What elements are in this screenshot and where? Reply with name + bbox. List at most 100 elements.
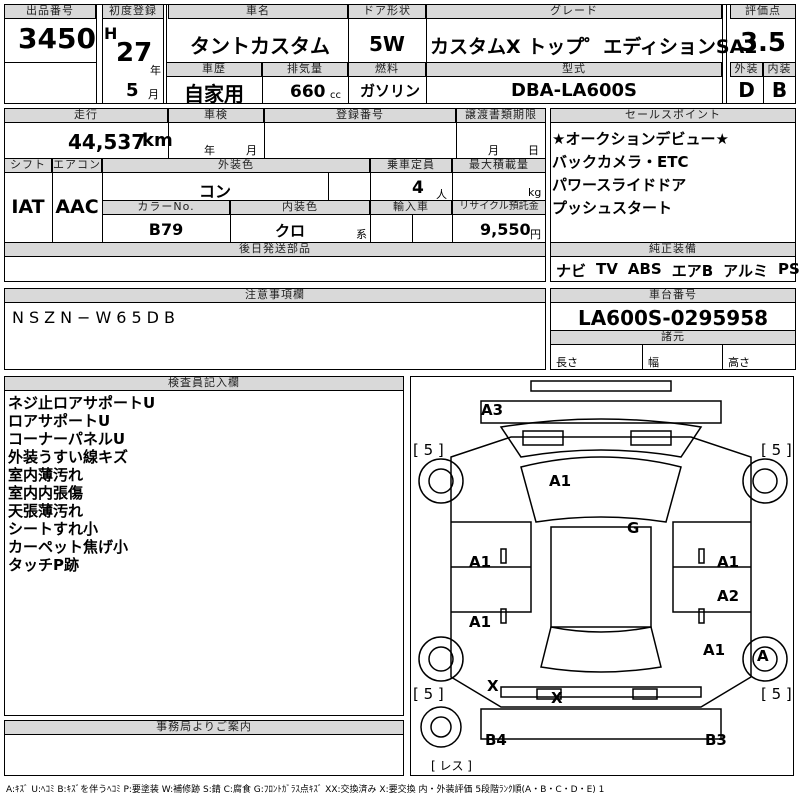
sales-point-list: ★オークションデビュー★ バックカメラ・ETC パワースライドドア プッシュスタ… — [552, 128, 729, 220]
capacity: 4 — [412, 178, 424, 198]
office-label: 事務局よりご案内 — [4, 720, 404, 735]
inspector-line: シートすれ小 — [8, 520, 99, 538]
door-type: 5W — [369, 32, 405, 56]
damage-mark: A — [757, 647, 769, 665]
car-name: タントカスタム — [190, 34, 330, 58]
dims-label: 諸元 — [550, 330, 796, 345]
inspector-line: 天張薄汚れ — [8, 502, 84, 520]
score: 3.5 — [739, 28, 787, 58]
damage-mark: A2 — [717, 587, 740, 605]
damage-mark: A1 — [717, 553, 740, 571]
model-label: 型式 — [426, 62, 722, 77]
load-unit: kg — [528, 186, 542, 199]
ext-color: コン — [198, 182, 231, 201]
load-label: 最大積載量 — [452, 158, 546, 173]
displacement-label: 排気量 — [262, 62, 348, 77]
docs-day: 日 — [528, 144, 539, 157]
docs-month: 月 — [488, 144, 499, 157]
legend: A:ｷｽﾞ U:ﾍｺﾐ B:ｷｽﾞを伴うﾍｺﾐ P:要塗装 W:補修跡 S:錆 … — [6, 785, 605, 795]
car-name-label: 車名 — [168, 4, 348, 19]
ac: AAC — [55, 196, 99, 218]
mileage-label: 走行 — [4, 108, 168, 123]
damage-mark: A1 — [469, 613, 492, 631]
ext-label: 外装 — [730, 62, 763, 77]
inspector-line: ネジ止ロアサポートU — [8, 394, 156, 412]
int-color-label: 内装色 — [230, 200, 370, 215]
damage-mark: A1 — [703, 641, 726, 659]
inspector-line: コーナーパネルU — [8, 430, 126, 448]
inspector-line: カーペット焦げ小 — [8, 538, 129, 556]
sales-point-label: セールスポイント — [550, 108, 796, 123]
int-color: クロ — [274, 222, 305, 240]
grade: カスタムX トップ゜エディションSA2 — [430, 36, 758, 58]
sales-point-item: プッシュスタート — [552, 199, 673, 217]
lot-label: 出品番号 — [4, 4, 96, 19]
door-label: ドア形状 — [348, 4, 426, 19]
lot-number: 3450 — [18, 22, 96, 55]
equipment-item: PS — [778, 260, 800, 278]
first-reg-year: 27 — [116, 38, 153, 68]
inspector-line: 外装うすい線キズ — [8, 448, 129, 466]
damage-mark: G — [627, 519, 640, 537]
inspector-notes: ネジ止ロアサポートU ロアサポートU コーナーパネルU 外装うすい線キズ 室内薄… — [8, 394, 155, 574]
damage-mark: A1 — [549, 472, 572, 490]
damage-mark: B4 — [485, 731, 507, 749]
capacity-unit: 人 — [436, 188, 447, 201]
damage-mark: X — [551, 689, 563, 707]
dim-width: 幅 — [648, 356, 659, 369]
first-reg-month: 5 — [126, 80, 139, 101]
equipment-item: ナビ — [556, 262, 587, 280]
equipment-item: アルミ — [723, 262, 769, 280]
damage-mark: B3 — [705, 731, 727, 749]
caution-label: 注意事項欄 — [4, 288, 546, 303]
tire-depth: [ 5 ] — [413, 441, 444, 459]
fuel-label: 燃料 — [348, 62, 426, 77]
recycle-unit: 円 — [530, 228, 541, 241]
ext-color-label: 外装色 — [102, 158, 370, 173]
model: DBA-LA600S — [511, 80, 637, 101]
insp-year-unit: 年 — [204, 144, 215, 157]
sales-point-item: ★オークションデビュー★ — [552, 130, 729, 148]
history-label: 車歴 — [166, 62, 262, 77]
month-unit: 月 — [148, 88, 159, 101]
year-unit: 年 — [150, 64, 161, 77]
tire-depth: [ 5 ] — [413, 685, 444, 703]
insp-month-unit: 月 — [246, 144, 257, 157]
damage-mark: A3 — [481, 401, 504, 419]
inspection-label: 車検 — [168, 108, 264, 123]
grade-label: グレード — [426, 4, 722, 19]
sales-point-item: パワースライドドア — [552, 176, 687, 194]
dim-length: 長さ — [556, 356, 578, 369]
inspector-line: 室内内張傷 — [8, 484, 84, 502]
later-parts-label: 後日発送部品 — [4, 242, 546, 257]
equipment-label: 純正装備 — [550, 242, 796, 257]
docs-label: 譲渡書類期限 — [456, 108, 546, 123]
damage-mark: A1 — [469, 553, 492, 571]
tire-depth: [ 5 ] — [761, 685, 792, 703]
inspector-label: 検査員記入欄 — [4, 376, 404, 391]
int-label: 内装 — [763, 62, 796, 77]
displacement-unit: cc — [330, 90, 341, 101]
equipment-item: ABS — [627, 260, 662, 278]
inspector-line: タッチP跡 — [8, 556, 79, 574]
sales-point-item: バックカメラ・ETC — [552, 153, 689, 171]
ac-label: エアコン — [52, 158, 102, 173]
int-color-unit: 系 — [356, 228, 367, 241]
fuel: ガソリン — [360, 82, 421, 100]
recycle: 9,550 — [480, 220, 531, 239]
equipment-list: ナビ TV ABS エアB アルミ PS PW — [556, 260, 800, 281]
ext-score: D — [738, 78, 755, 102]
mileage-unit: km — [142, 130, 173, 151]
caution-text: NSZN−W65DB — [12, 308, 180, 327]
score-label: 評価点 — [730, 4, 796, 19]
shift: IAT — [11, 196, 45, 218]
color-no: B79 — [148, 220, 184, 239]
capacity-label: 乗車定員 — [370, 158, 452, 173]
car-outline — [418, 380, 788, 748]
chassis-number: LA600S-0295958 — [577, 306, 769, 330]
inspector-line: 室内薄汚れ — [8, 466, 84, 484]
plate-label: 登録番号 — [264, 108, 456, 123]
car-damage-diagram: A3 A1 G A1 A1 A2 A1 A1 A1 A X X B4 B3 [ … — [410, 376, 794, 776]
era: H — [104, 24, 118, 43]
inspector-line: ロアサポートU — [8, 412, 111, 430]
